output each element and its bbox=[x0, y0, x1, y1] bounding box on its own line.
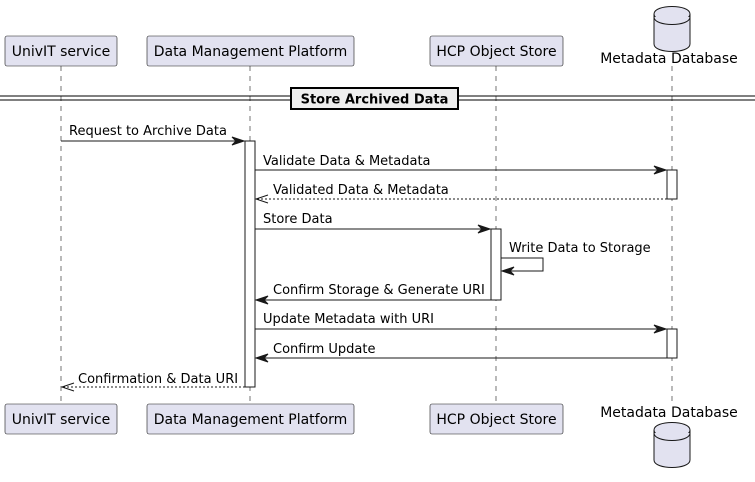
participant-label: Data Management Platform bbox=[154, 44, 348, 60]
message-confirm-storage: Confirm Storage & Generate URI bbox=[254, 283, 491, 305]
message-confirm-update: Confirm Update bbox=[254, 342, 667, 363]
participant-univit-top: UnivIT service bbox=[4, 35, 118, 67]
participant-label: HCP Object Store bbox=[436, 44, 556, 60]
participant-univit-bottom: UnivIT service bbox=[4, 403, 118, 435]
message-validate-data: Validate Data & Metadata bbox=[255, 154, 668, 175]
participant-label: HCP Object Store bbox=[436, 412, 556, 428]
message-label: Store Data bbox=[263, 212, 333, 227]
message-label: Confirm Storage & Generate URI bbox=[273, 283, 485, 298]
message-label: Validate Data & Metadata bbox=[263, 154, 431, 169]
message-update-metadata: Update Metadata with URI bbox=[255, 312, 668, 334]
participant-dmp-top: Data Management Platform bbox=[146, 35, 355, 67]
participant-label: Metadata Database bbox=[600, 405, 738, 421]
message-label: Confirm Update bbox=[273, 342, 375, 357]
section-title: Store Archived Data bbox=[301, 93, 449, 108]
message-label: Request to Archive Data bbox=[69, 124, 227, 139]
message-request-to-archive: Request to Archive Data bbox=[61, 124, 246, 146]
participant-label: UnivIT service bbox=[12, 412, 111, 428]
message-label: Confirmation & Data URI bbox=[78, 372, 238, 387]
participant-label: Data Management Platform bbox=[154, 412, 348, 428]
participant-hcp-top: HCP Object Store bbox=[429, 35, 564, 67]
participant-dmp-bottom: Data Management Platform bbox=[146, 403, 355, 435]
participant-metadata-db-top: Metadata Database bbox=[600, 6, 738, 67]
participant-label: UnivIT service bbox=[12, 44, 111, 60]
participant-label: Metadata Database bbox=[600, 51, 738, 67]
activation-metadata-db-update bbox=[666, 328, 678, 359]
participant-metadata-db-bottom: Metadata Database bbox=[600, 405, 738, 468]
database-icon bbox=[653, 422, 691, 468]
database-icon bbox=[653, 6, 691, 52]
participant-hcp-bottom: HCP Object Store bbox=[429, 403, 564, 435]
message-store-data: Store Data bbox=[255, 212, 492, 234]
message-label: Validated Data & Metadata bbox=[273, 183, 449, 198]
activation-dmp bbox=[244, 140, 256, 388]
activation-metadata-db-validate bbox=[666, 169, 678, 200]
activation-hcp bbox=[490, 228, 502, 301]
message-validated-data: Validated Data & Metadata bbox=[254, 183, 667, 204]
message-label: Write Data to Storage bbox=[509, 241, 651, 256]
message-write-data-to-storage: Write Data to Storage bbox=[500, 241, 651, 276]
message-confirmation-data-uri: Confirmation & Data URI bbox=[60, 372, 245, 392]
message-label: Update Metadata with URI bbox=[263, 312, 434, 327]
section-divider: Store Archived Data bbox=[0, 87, 755, 110]
